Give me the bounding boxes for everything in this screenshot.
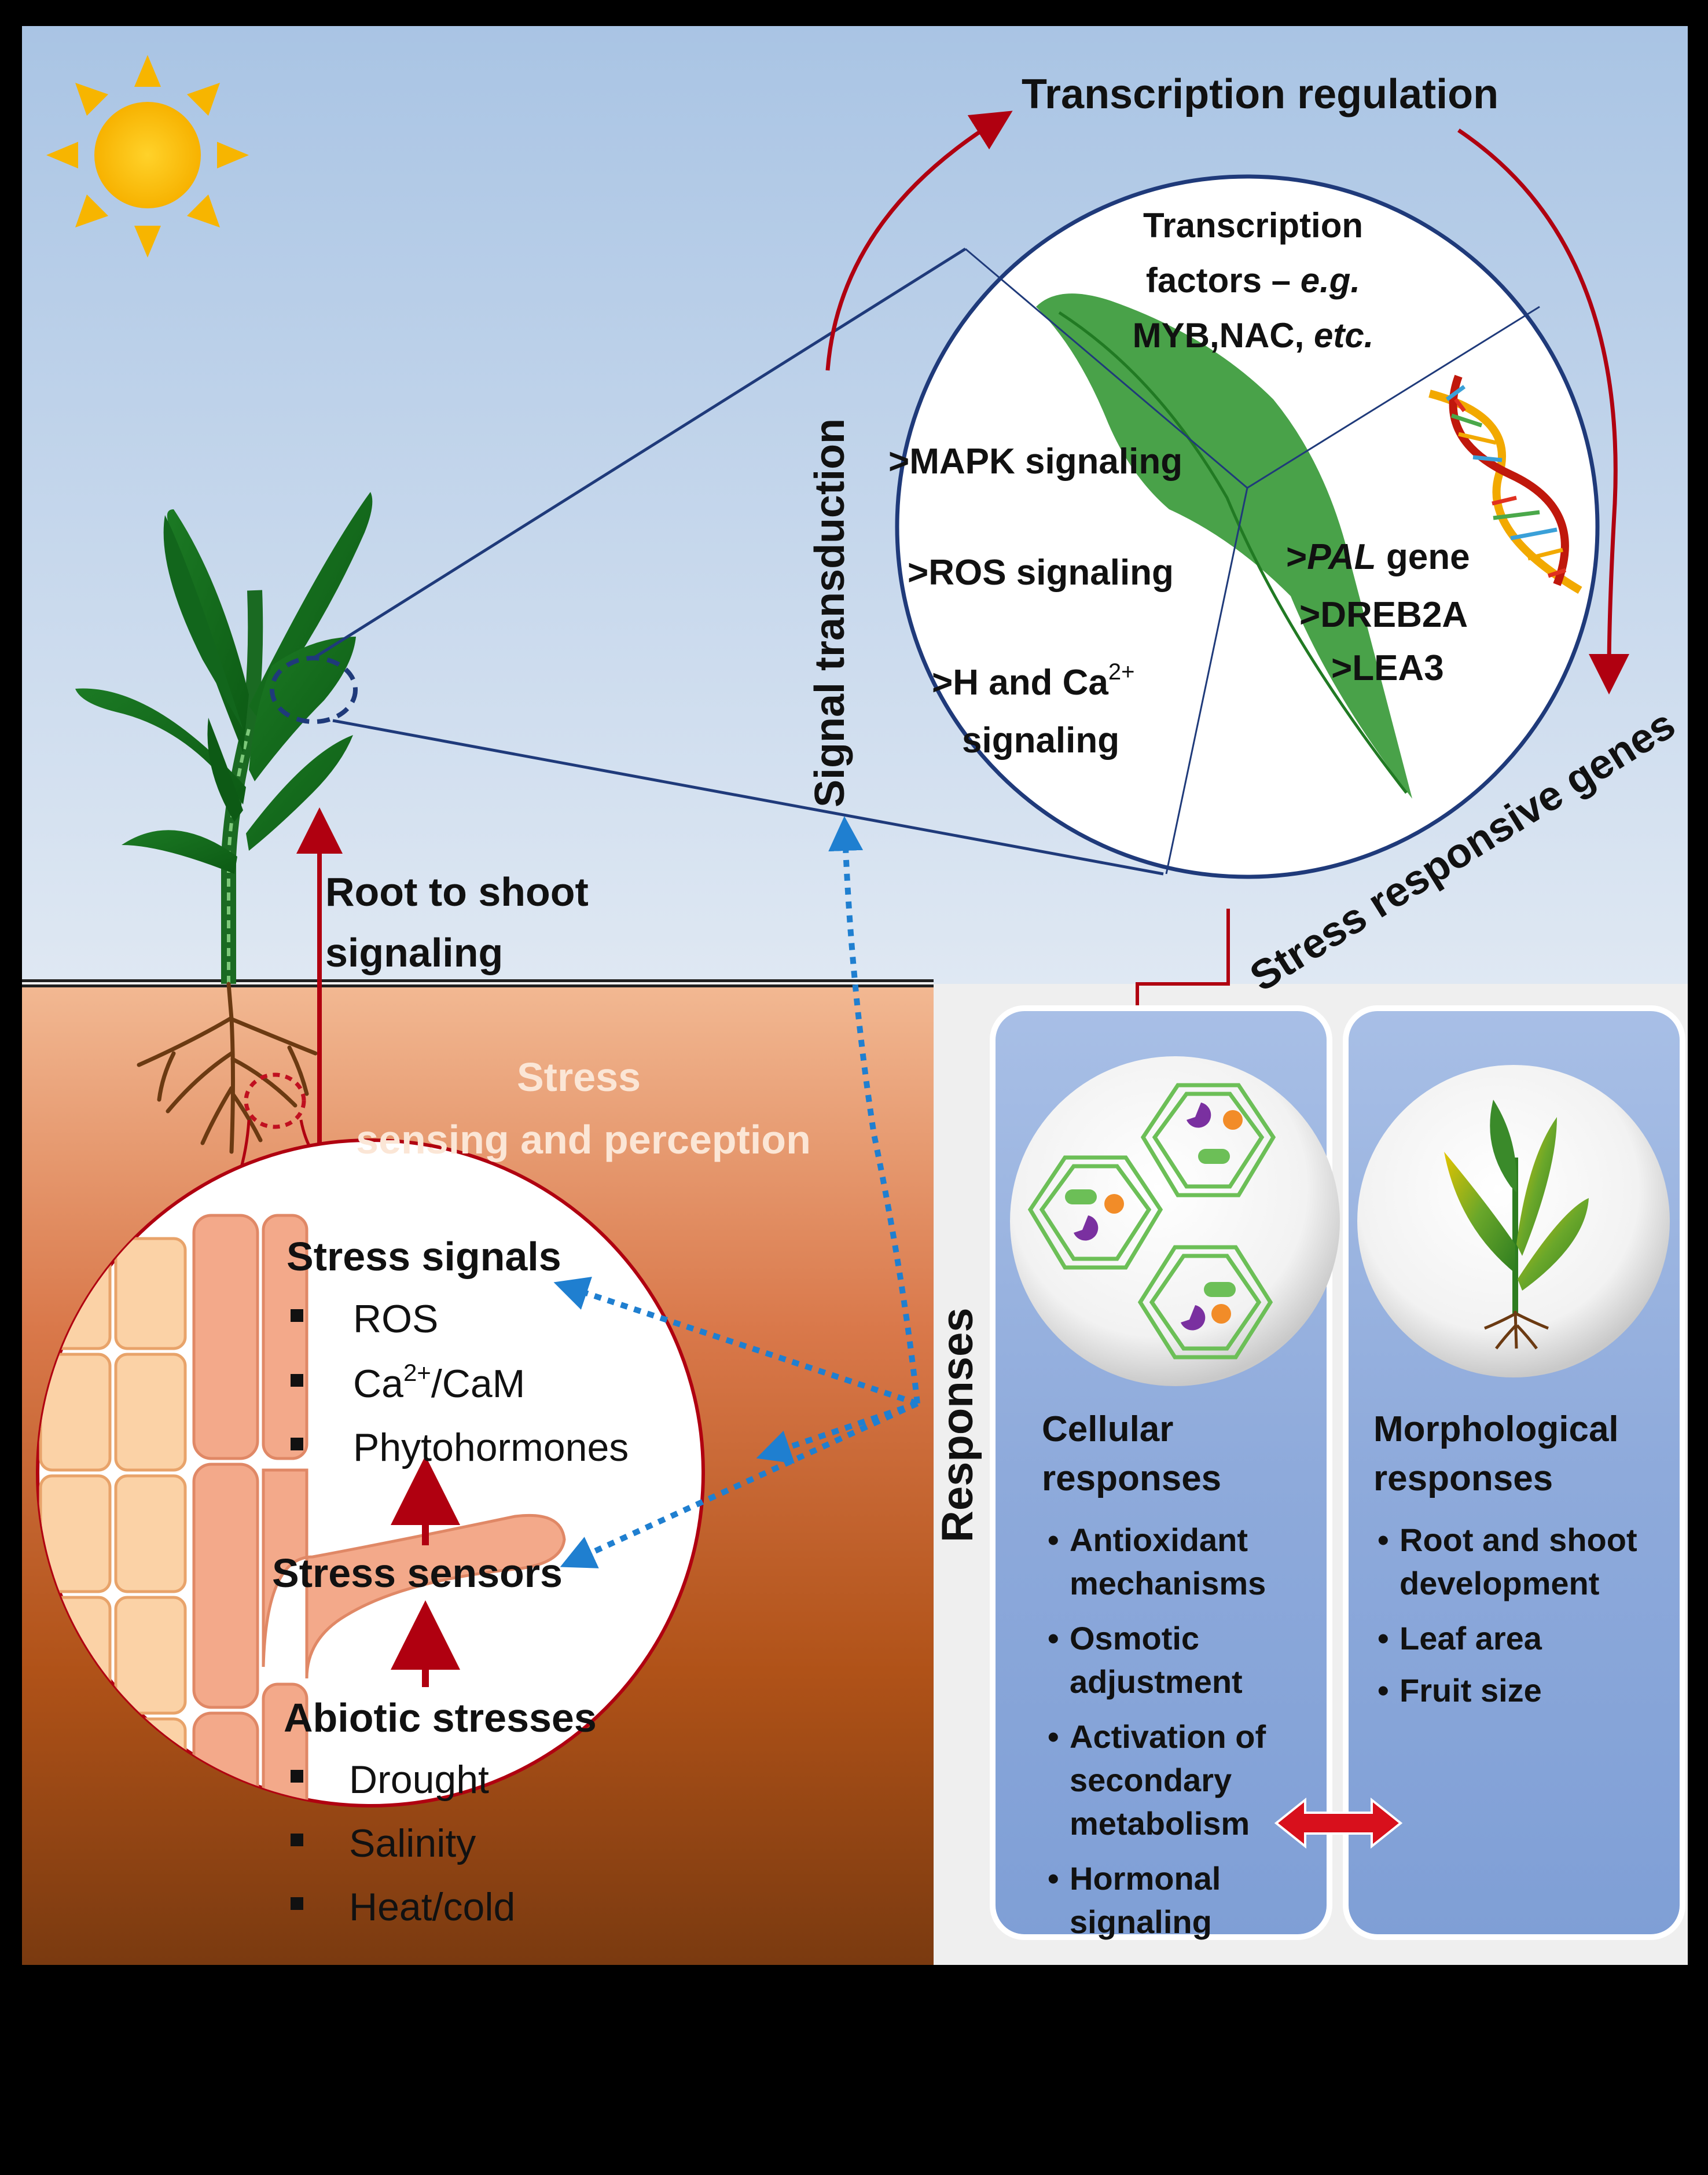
arrow-transcription-to-genes [1457,128,1630,695]
cellular-item-3a: Activation of [1070,1718,1266,1755]
cellular-item-3b: secondary [1070,1762,1232,1798]
abiotic-heat-cold: Heat/cold [349,1885,515,1929]
stress-signal-ca-cam: Ca2+/CaM [353,1359,525,1406]
stress-signal-phytohormones: Phytohormones [353,1425,629,1469]
label-lea3: >LEA3 [1331,648,1444,688]
morph-item-2: Leaf area [1400,1620,1542,1656]
bullet-icon [291,1374,303,1387]
bullet-icon [291,1438,303,1450]
label-stress-signals: Stress signals [286,1234,561,1279]
label-dreb2a: >DREB2A [1299,595,1468,635]
bullet-icon: • [1048,1860,1059,1897]
feedback-dotted-arrows [553,816,920,1568]
cell-signaling-circle [895,174,1600,879]
label-abiotic-stresses: Abiotic stresses [284,1695,597,1740]
morphological-title-2: responses [1373,1458,1553,1498]
label-h-ca-signaling: signaling [962,721,1119,760]
morph-item-1a: Root and shoot [1400,1522,1637,1558]
bullet-icon [291,1770,303,1783]
bullet-icon: • [1048,1718,1059,1755]
abiotic-drought: Drought [349,1758,489,1802]
label-tf-line3: MYB,NAC, etc. [1133,316,1374,355]
cellular-item-2a: Osmotic [1070,1620,1199,1656]
cellular-item-2b: adjustment [1070,1663,1243,1700]
root-cell-circle [36,1138,705,1807]
label-stress-sensing-2: sensing and perception [356,1117,811,1162]
cellular-item-3c: metabolism [1070,1805,1250,1842]
morph-item-1b: development [1400,1565,1599,1601]
label-responses: Responses [933,1308,982,1543]
double-arrow-icon [1274,1797,1403,1849]
cellular-item-1b: mechanisms [1070,1565,1266,1601]
cellular-item-1a: Antioxidant [1070,1522,1248,1558]
label-root-to-shoot-2: signaling [325,930,503,975]
cellular-item-4a: Hormonal [1070,1860,1221,1897]
label-stress-sensors: Stress sensors [272,1551,563,1596]
abiotic-salinity: Salinity [349,1821,476,1865]
bullet-icon: • [1378,1620,1389,1656]
bullet-icon [291,1309,303,1322]
cells-icon [1010,1056,1340,1386]
bullet-icon: • [1378,1522,1389,1558]
morphological-title-1: Morphological [1373,1409,1619,1449]
sun-icon [46,55,249,258]
morph-item-3: Fruit size [1400,1672,1542,1709]
label-transcription-regulation: Transcription regulation [1022,71,1498,117]
arrow-signal-to-transcription [825,111,1013,371]
label-stress-sensing-1: Stress [517,1055,641,1100]
label-pal-gene: >PAL gene [1286,537,1470,577]
stress-signal-ros: ROS [353,1297,438,1341]
bullet-icon: • [1378,1672,1389,1709]
cellular-item-4b: signaling [1070,1904,1212,1940]
root-zoom-indicator [244,1072,306,1129]
label-mapk: >MAPK signaling [888,442,1182,482]
cellular-title-2: responses [1042,1458,1221,1498]
bullet-icon: • [1048,1522,1059,1558]
bullet-icon [291,1834,303,1846]
label-tf-line2: factors – e.g. [1146,261,1360,300]
ground-line-light [22,982,934,984]
label-tf-line1: Transcription [1143,206,1363,245]
label-ros-signaling: >ROS signaling [908,553,1174,593]
bullet-icon [291,1897,303,1910]
label-root-to-shoot-1: Root to shoot [325,869,589,914]
label-h-ca: >H and Ca2+ [932,659,1135,703]
label-signal-transduction: Signal transduction [807,418,853,807]
cellular-title-1: Cellular [1042,1409,1173,1449]
dna-icon [1428,374,1582,594]
seedling-icon [1357,1065,1670,1377]
bullet-icon: • [1048,1620,1059,1656]
